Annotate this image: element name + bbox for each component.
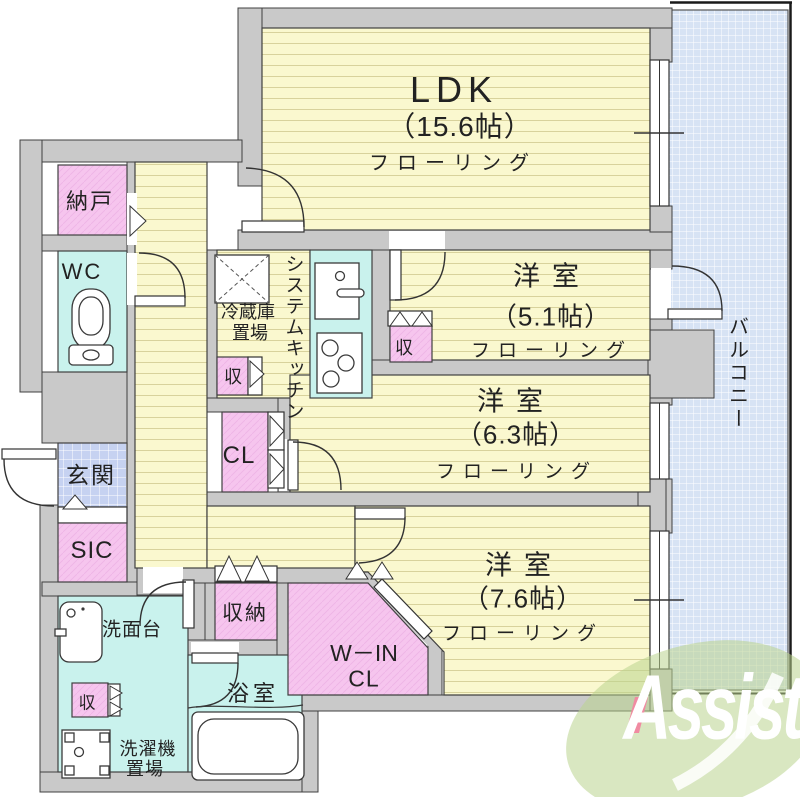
label-western63-name: 洋室 [477,386,555,417]
label-wincl-line2: CL [348,665,380,692]
folding-door-icon [389,311,411,327]
bathtub-fixture [187,704,305,781]
washbasin-fixture [54,601,103,663]
label-ldk-name: LDK [409,69,499,110]
fridge-space-symbol [214,254,270,304]
assist-logo-text: Assist [623,656,800,759]
room-area-cl [221,411,269,493]
wc-door-arc [138,252,186,299]
western63-door-leaf [287,439,299,491]
folding-door-icon [249,359,265,389]
room-area-genkan [57,442,128,508]
folding-door-icon [269,414,285,448]
label-western51-flooring: フローリング [470,340,634,362]
logo-leaf-vein [672,672,784,791]
windows [634,59,684,670]
folding-door-icon [109,685,123,701]
balcony-door-leaf [667,308,723,320]
folding-door-icon [345,561,369,580]
label-sic: SIC [70,537,114,564]
label-storage-washroom: 収 [78,693,96,713]
label-ldk-size: （15.6帖） [387,111,533,142]
storage-kitchen-area [216,356,249,396]
label-western76-name: 洋室 [485,550,563,581]
label-system-kitchen: システムキッチン [282,254,304,422]
label-storage-hall: 収納 [222,602,268,625]
wc-door-leaf [134,295,186,307]
label-ldk-flooring: フローリング [369,152,537,175]
closet-door-marks [61,204,433,717]
label-fridge-line1: 冷蔵庫 [221,302,275,322]
ldk-door-leaf [241,220,305,233]
label-nando: 納戸 [65,189,115,214]
label-fridge-line2: 置場 [232,323,268,343]
stove-fixture [316,332,363,394]
label-wc: WC [61,259,103,284]
washroom-door-arc [139,581,187,627]
label-western51-size: （5.1帖） [490,301,612,332]
walk-in-closet-area [287,582,429,696]
label-bath: 浴室 [226,681,280,706]
pipe-shaft-block [647,329,715,399]
room-area-sic [57,522,128,583]
kitchen-sink-fixture [314,262,365,320]
folding-door-icon [411,311,433,327]
assist-logo-graphic [566,640,800,797]
label-storage-kitchen: 収 [224,367,242,387]
folding-door-icon [109,701,123,717]
western63-door-arc [292,441,342,491]
label-wincl-line1: W－IN [330,640,398,666]
label-laundry-line2: 置場 [126,759,164,779]
entrance-door-arc [3,458,55,507]
logo-leaf-shape [566,640,800,797]
label-western76-size: （7.6帖） [462,583,584,614]
label-balcony: バルコニー [725,316,748,431]
western51-door-leaf [389,249,402,301]
folding-door-icon [244,554,270,582]
label-genkan: 玄関 [66,462,116,488]
label-laundry-line1: 洗濯機 [119,739,177,759]
washing-machine-fixture [61,729,111,779]
ldk-door-arc [245,167,305,228]
washroom-door-leaf [182,579,195,629]
label-western63-flooring: フローリング [435,461,599,483]
room-area-western51 [389,249,651,361]
balcony-door-arc [671,265,723,312]
hallway-extension [206,505,356,569]
label-western63-size: （6.3帖） [455,419,577,450]
storage-hall-area [214,582,278,641]
doors [1,167,723,708]
label-western76-flooring: フローリング [441,623,605,645]
logo-pink-accent [626,697,648,733]
folding-door-icon [269,452,285,486]
entrance-door-leaf [1,448,57,460]
label-western51-name: 洋室 [513,261,591,292]
folding-door-icon [370,561,394,580]
bath-door-leaf [191,652,239,664]
western51-door-arc [394,251,446,301]
folding-door-icon [216,554,242,582]
fixtures [54,254,365,781]
toilet-fixture [68,288,114,366]
label-cl: CL [222,442,256,469]
sliding-door-icon [129,204,147,238]
storage-51-area [389,325,433,363]
wincl-door-leaf [373,578,433,640]
label-washstand: 洗面台 [101,619,163,641]
label-storage-51: 収 [395,338,413,358]
western76-door-arc [358,516,406,564]
hallway-vertical [134,161,208,569]
entry-step-icon [61,494,89,510]
western76-door-leaf [354,507,406,520]
room-area-ldk [261,27,651,231]
